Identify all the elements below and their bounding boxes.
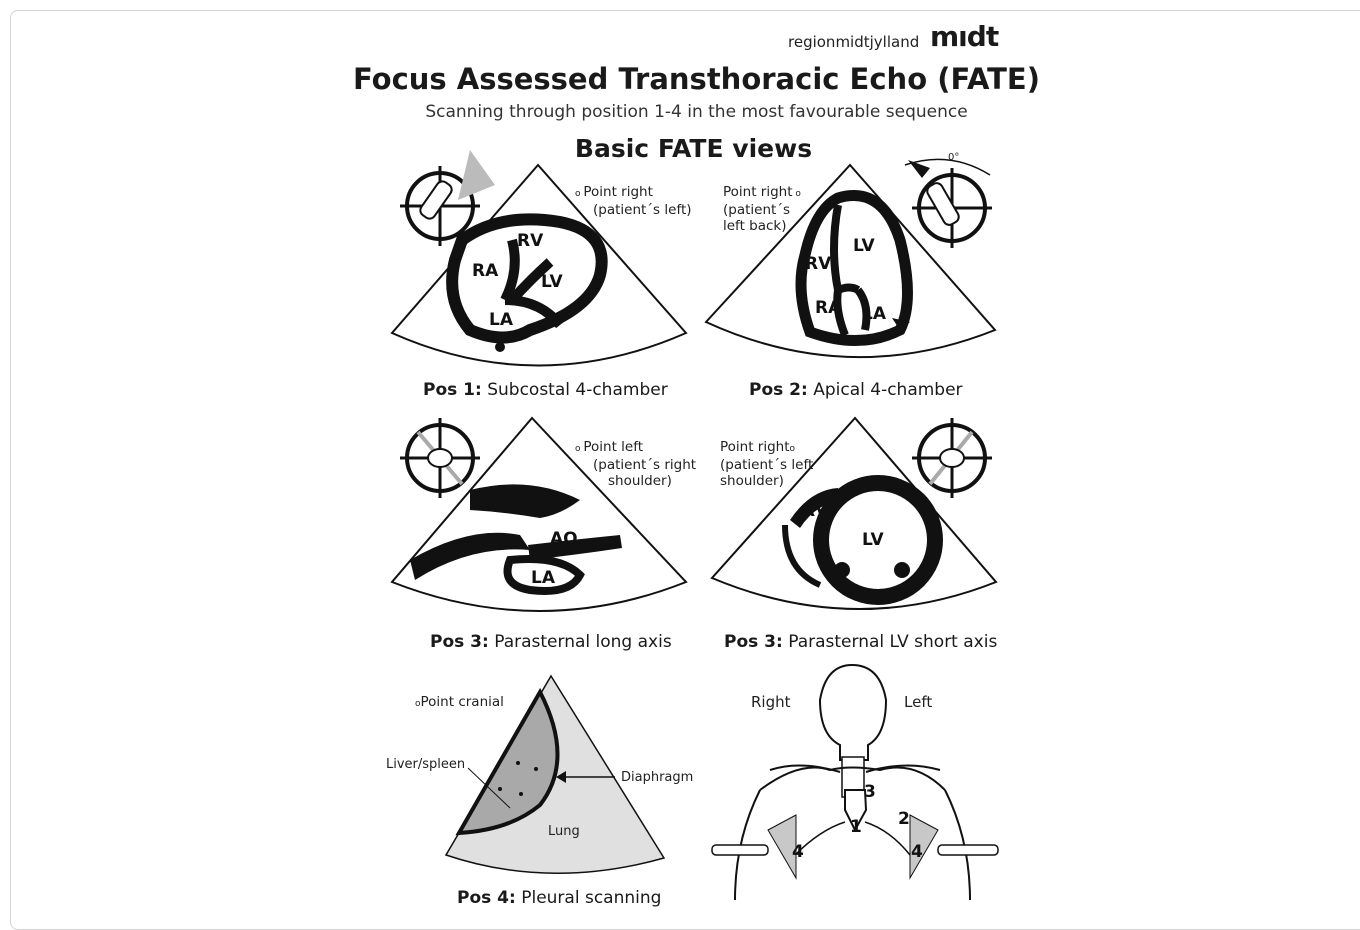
caption-pos3-short: Pos 3: Parasternal LV short axis	[724, 632, 997, 652]
panel-subcostal	[392, 150, 686, 366]
position-4-left: 4	[911, 842, 923, 862]
label-lv: LV	[853, 236, 875, 256]
label-lv: LV	[862, 530, 884, 550]
note-pos3-short: Point righto (patient´s left shoulder)	[720, 439, 813, 489]
clock-probe-icon	[905, 159, 992, 248]
position-2: 2	[898, 809, 910, 829]
label-rv: RV	[517, 231, 544, 251]
caption-pos1: Pos 1: Subcostal 4-chamber	[423, 380, 668, 400]
position-4-right: 4	[792, 842, 804, 862]
angle-label: 0°	[948, 152, 959, 163]
label-left: Left	[904, 693, 932, 711]
note-pos4: oPoint cranial	[415, 694, 504, 712]
position-3: 3	[864, 782, 876, 802]
label-la: LA	[862, 304, 887, 324]
note-pos2: Point right o (patient´s left back)	[723, 184, 801, 234]
label-la: LA	[531, 568, 556, 588]
label-rv: RV	[805, 254, 832, 274]
label-lv: LV	[541, 272, 563, 292]
note-pos1: o Point right (patient´s left)	[575, 184, 692, 218]
label-la: LA	[489, 310, 514, 330]
label-right: Right	[751, 693, 791, 711]
label-liver-spleen: Liver/spleen	[386, 757, 465, 772]
clock-probe-icon	[912, 418, 992, 498]
caption-pos2: Pos 2: Apical 4-chamber	[749, 380, 963, 400]
caption-pos4: Pos 4: Pleural scanning	[457, 888, 661, 908]
position-1: 1	[850, 817, 862, 837]
label-rv: RV	[505, 495, 532, 515]
clock-probe-icon	[400, 418, 480, 498]
label-rv: RV	[802, 501, 829, 521]
label-ra: RA	[472, 261, 499, 281]
label-ao: AO	[550, 529, 578, 549]
caption-pos3-long: Pos 3: Parasternal long axis	[430, 632, 672, 652]
label-ra: RA	[815, 298, 842, 318]
label-diaphragm: Diaphragm	[621, 770, 693, 785]
note-pos3-long: o Point left (patient´s right shoulder)	[575, 439, 696, 489]
label-lv: LV	[456, 538, 478, 558]
panel-apical: 0°	[706, 152, 995, 357]
label-lung: Lung	[548, 824, 580, 839]
